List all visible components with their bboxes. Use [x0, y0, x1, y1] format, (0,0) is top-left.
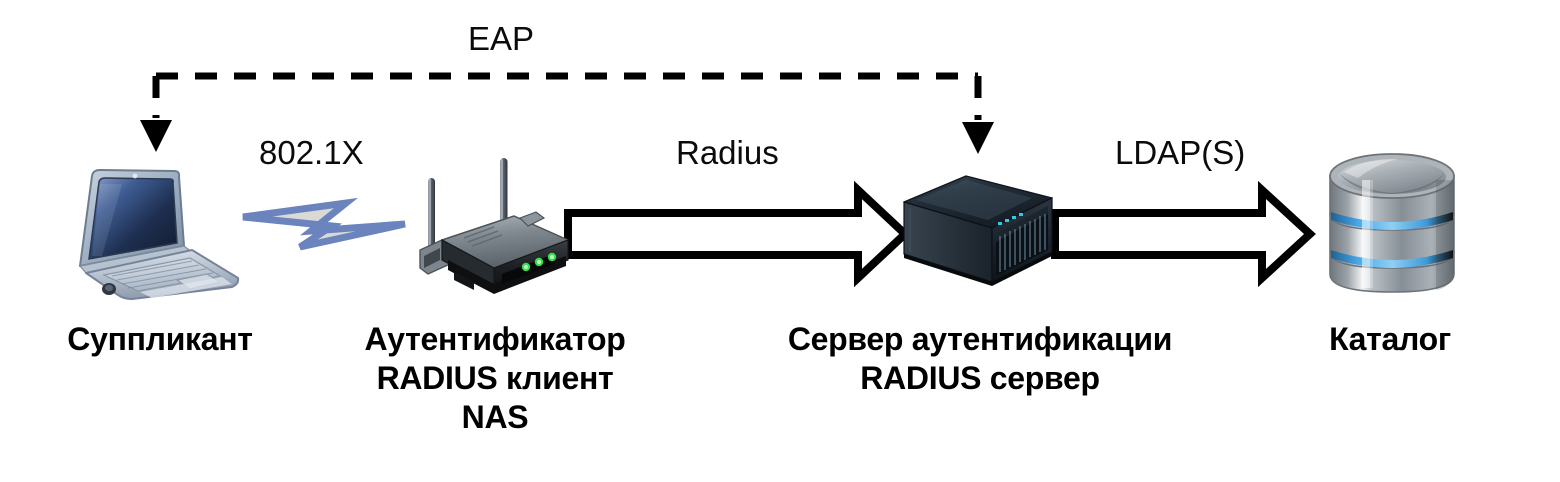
- router-status-leds: [521, 252, 557, 272]
- server-status-leds: [998, 213, 1023, 225]
- wireless-router-icon: [402, 156, 582, 304]
- router-antenna-left: [428, 178, 435, 256]
- radius-block-arrow: [564, 180, 911, 288]
- server-rack-icon: [892, 172, 1062, 294]
- node-caption-auth-server: Сервер аутентификации RADIUS сервер: [787, 321, 1173, 396]
- ldap-block-arrow: [1051, 180, 1316, 288]
- database-icon: [1318, 146, 1466, 306]
- node-caption-authenticator: Аутентификатор RADIUS клиент NAS: [364, 321, 626, 435]
- protocol-label-ldaps: LDAP(S): [1115, 134, 1246, 171]
- node-caption-directory: Каталог: [1329, 321, 1451, 357]
- protocol-label-eap: EAP: [468, 20, 535, 57]
- protocol-label-802-1x: 802.1X: [259, 134, 364, 171]
- eap-dashed-connector: [140, 72, 994, 154]
- node-caption-supplicant: Суппликант: [67, 321, 253, 357]
- protocol-label-radius: Radius: [676, 134, 779, 171]
- router-antenna-right: [500, 158, 508, 236]
- laptop-icon: [62, 158, 242, 303]
- wireless-lightning-bolt: [242, 197, 406, 251]
